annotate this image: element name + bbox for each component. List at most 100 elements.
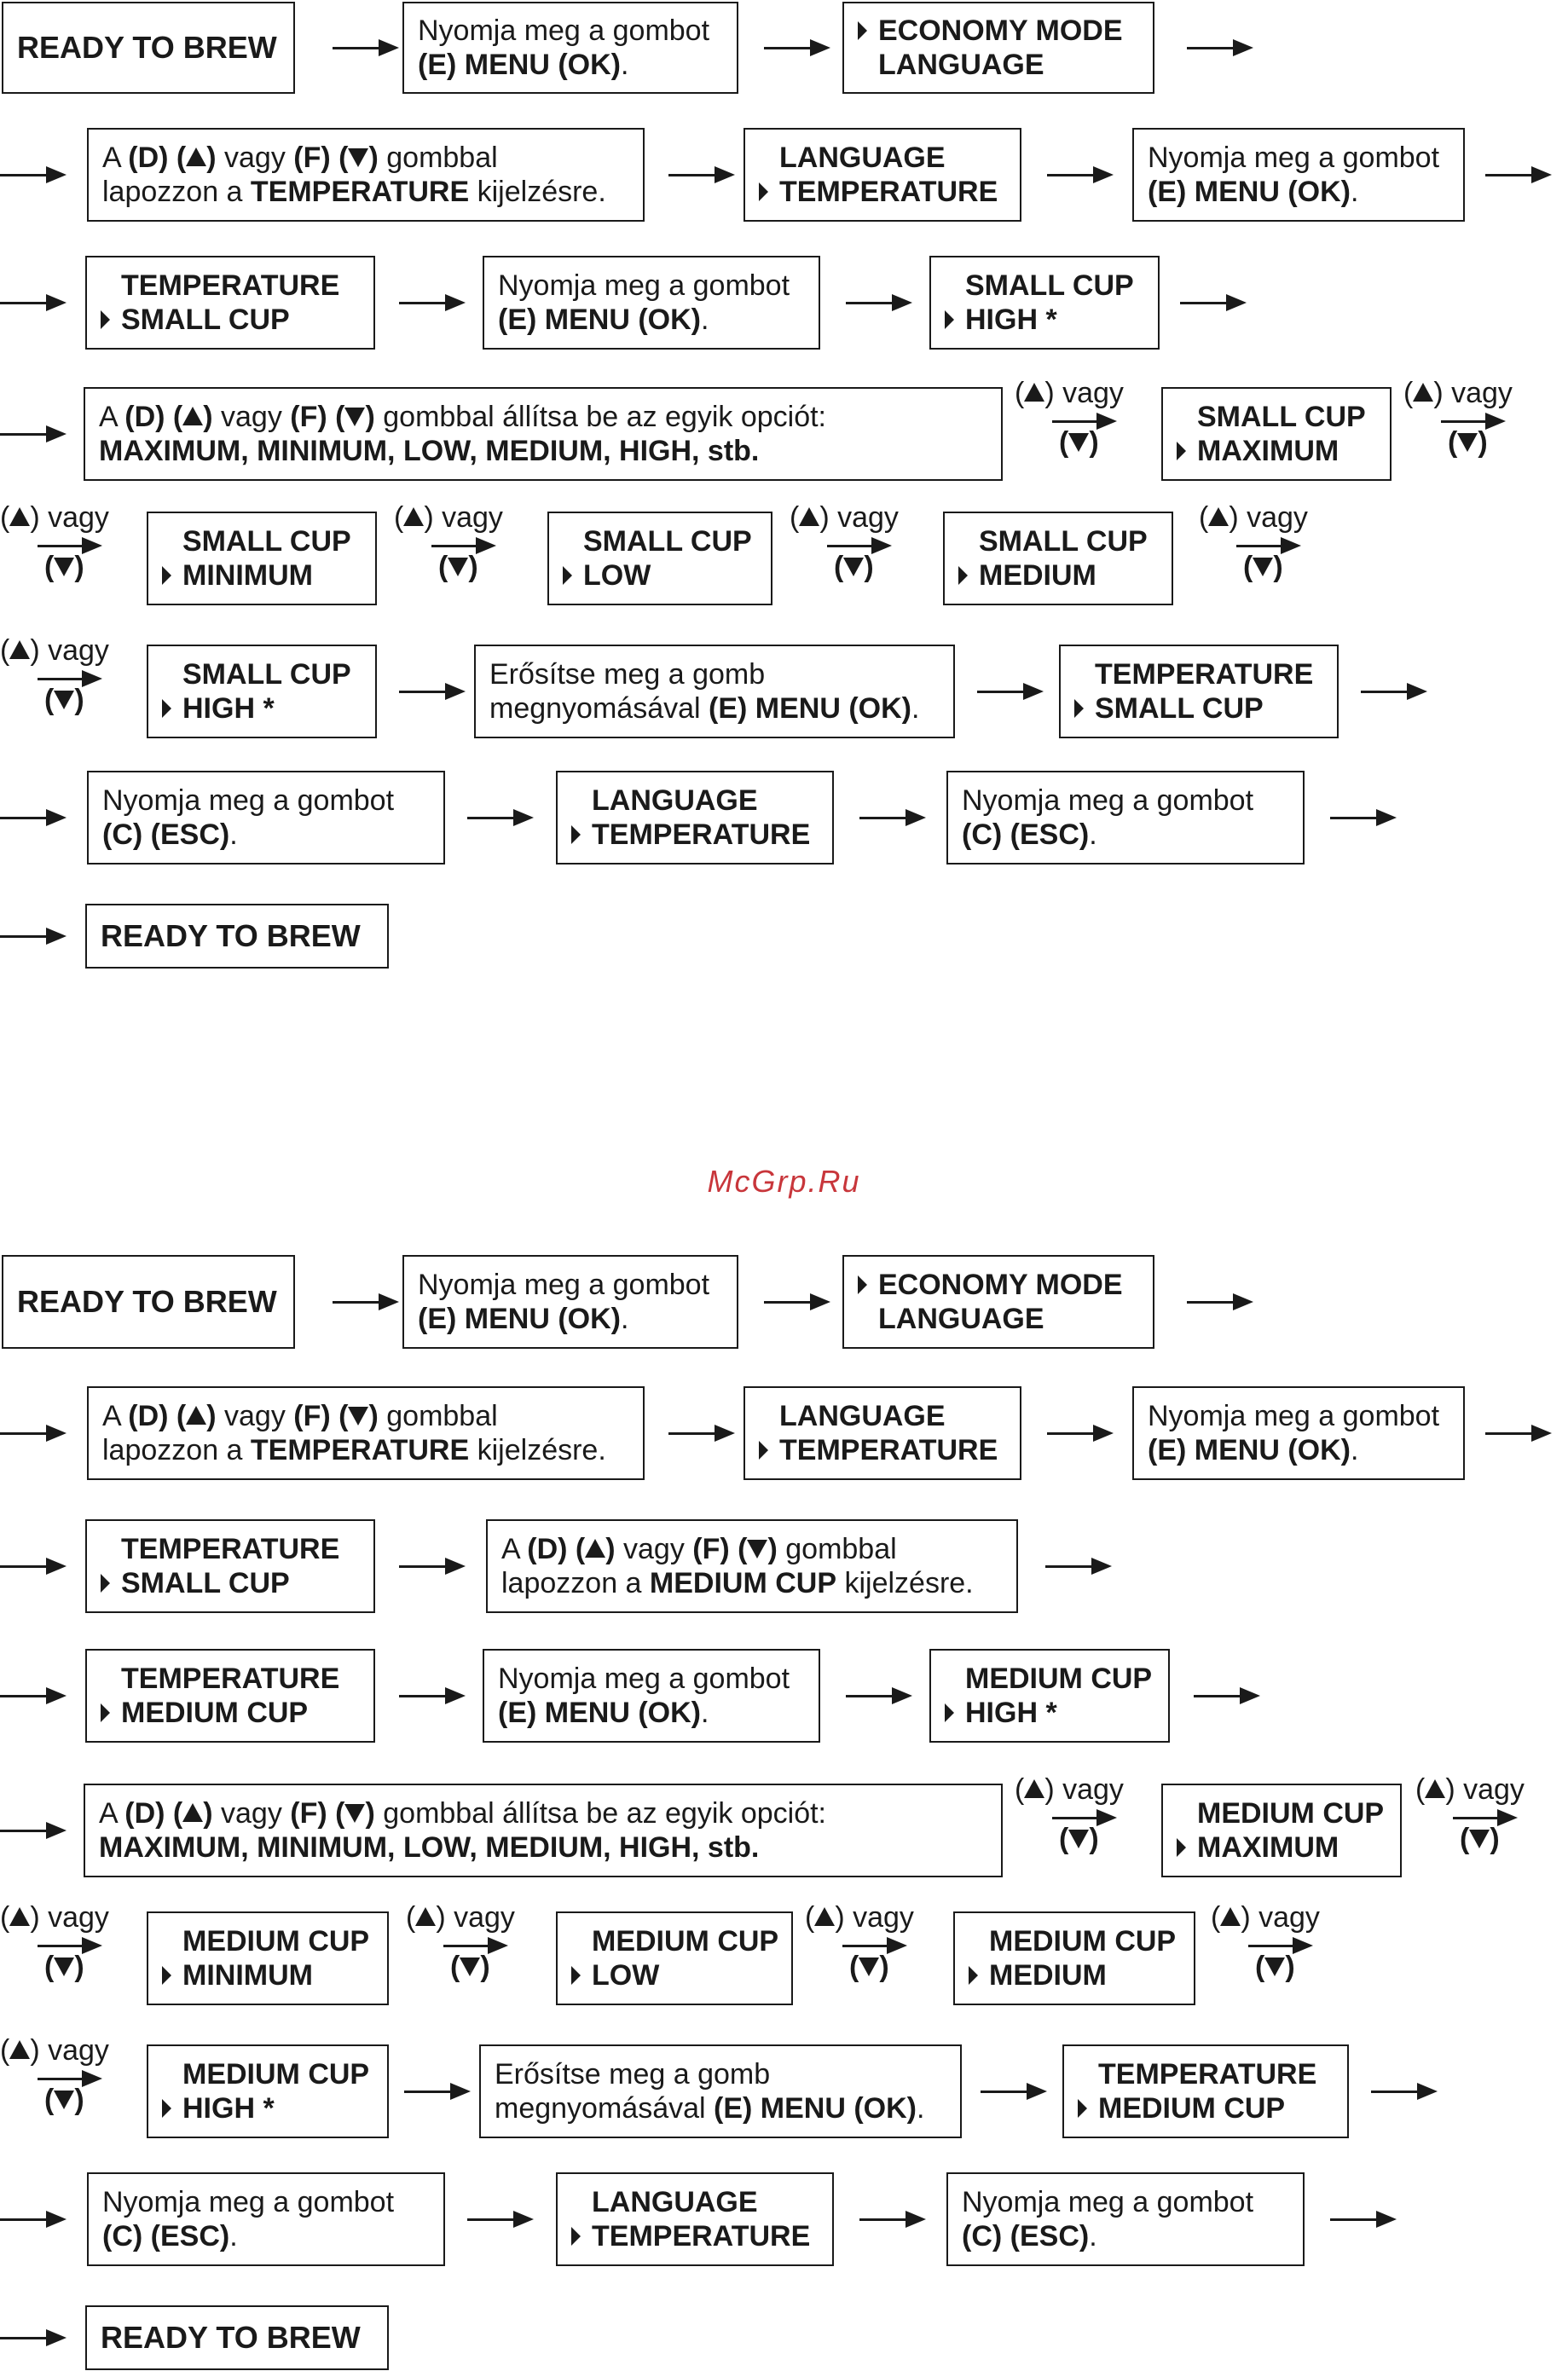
paren: ) xyxy=(1433,377,1452,409)
arrowhead-icon xyxy=(906,809,926,826)
display-text: LOW xyxy=(583,559,651,592)
selection-marker-icon xyxy=(1078,2099,1087,2118)
arrowhead-icon xyxy=(1407,683,1427,700)
display-text: LANGUAGE xyxy=(779,1400,946,1432)
paren: ( xyxy=(44,684,55,716)
display-text: MEDIUM CUP xyxy=(121,1697,309,1729)
box-line: SMALL CUP xyxy=(162,657,362,691)
arrowhead-icon xyxy=(1226,294,1247,311)
box-line: MAXIMUM, MINIMUM, LOW, MEDIUM, HIGH, stb… xyxy=(99,434,987,468)
box-line: A (D) () vagy (F) () gombbal xyxy=(102,142,498,174)
display-text: MEDIUM xyxy=(979,559,1096,592)
triangle-down-icon xyxy=(1457,433,1478,453)
bold-text: (F) xyxy=(692,1533,730,1565)
display-text: MINIMUM xyxy=(182,559,313,592)
vagy-label: vagy xyxy=(454,1901,515,1934)
selector-top: () vagy xyxy=(1403,377,1513,409)
arrow-shaft xyxy=(0,2218,51,2221)
box-line: SMALL CUP xyxy=(101,1566,360,1600)
arrowhead-icon xyxy=(46,294,67,311)
box-line: MEDIUM xyxy=(969,1958,1180,1992)
arrowhead-icon xyxy=(1281,537,1301,554)
display-text: MEDIUM CUP xyxy=(592,1925,779,1958)
instruction-box: Nyomja meg a gombot(E) MENU (OK). xyxy=(1132,128,1465,222)
paren: ) xyxy=(1229,501,1247,534)
triangle-up-icon xyxy=(1425,1779,1446,1799)
selection-marker-icon xyxy=(162,699,171,718)
box-line: LANGUAGE xyxy=(571,784,819,818)
vagy-label: vagy xyxy=(1062,1773,1124,1806)
selector-bottom: () xyxy=(44,684,84,716)
paren: ( xyxy=(44,551,55,583)
box-line: (E) MENU (OK). xyxy=(418,49,629,81)
bold-text: (F) xyxy=(290,1797,327,1830)
box-line: MEDIUM CUP xyxy=(1078,2091,1334,2125)
arrow-shaft xyxy=(0,433,51,436)
ready-state-box: READY TO BREW xyxy=(2,1255,295,1349)
box-line: lapozzon a TEMPERATURE kijelzésre. xyxy=(102,1434,606,1466)
arrow-shaft xyxy=(0,1432,51,1435)
paren: ( xyxy=(1199,501,1209,534)
arrow-shaft xyxy=(0,935,51,938)
bold-text: ( xyxy=(172,401,183,433)
arrowhead-icon xyxy=(1027,2083,1047,2100)
paren: ( xyxy=(394,501,404,534)
box-line: Erősítse meg a gomb xyxy=(489,658,766,691)
bold-text: ) xyxy=(767,1533,778,1565)
arrowhead-icon xyxy=(450,2083,471,2100)
box-line: Nyomja meg a gombot xyxy=(418,1269,710,1301)
selector-bottom: () xyxy=(849,1951,889,1983)
box-line: MINIMUM xyxy=(162,558,362,593)
box-line: SMALL CUP xyxy=(945,269,1144,303)
triangle-up-icon xyxy=(415,1907,437,1927)
paren: ( xyxy=(1403,377,1414,409)
paren: ) xyxy=(879,1951,889,1983)
selector-top: () vagy xyxy=(1015,1773,1124,1806)
display-text: TEMPERATURE xyxy=(121,1533,340,1565)
box-line: MEDIUM CUP xyxy=(101,1696,360,1730)
box-line: MEDIUM xyxy=(958,558,1158,593)
paren: ) xyxy=(74,1951,84,1983)
box-line: MEDIUM CUP xyxy=(1177,1796,1386,1830)
instruction-box: Nyomja meg a gombot(E) MENU (OK). xyxy=(402,2,738,94)
arrowhead-icon xyxy=(1531,1425,1552,1442)
arrow-shaft xyxy=(1180,302,1231,304)
vagy-label: vagy xyxy=(853,1901,914,1934)
box-line: ECONOMY MODE xyxy=(858,1268,1139,1302)
box-line: TEMPERATURE xyxy=(571,818,819,852)
triangle-down-icon xyxy=(54,558,75,577)
bold-text: (D) xyxy=(124,401,165,433)
display-text: TEMPERATURE xyxy=(779,1434,998,1466)
paren: ) xyxy=(1445,1773,1464,1806)
selection-marker-icon xyxy=(563,566,572,585)
paren: ) xyxy=(74,551,84,583)
paren: ( xyxy=(1448,426,1458,459)
display-text: ECONOMY MODE xyxy=(878,1269,1123,1301)
box-line: (E) MENU (OK). xyxy=(498,304,709,336)
arrow-shaft xyxy=(1485,174,1536,176)
bold-text: ( xyxy=(335,1797,345,1830)
bold-text: ) xyxy=(206,142,217,174)
selector-top: () vagy xyxy=(1211,1901,1320,1934)
triangle-down-icon xyxy=(54,2091,75,2110)
paren: ( xyxy=(438,551,448,583)
box-line: SMALL CUP xyxy=(162,524,362,558)
arrow-shaft xyxy=(1361,691,1412,693)
ready-state-box: READY TO BREW xyxy=(85,2305,389,2370)
paren: ) xyxy=(835,1901,853,1934)
vagy-label: vagy xyxy=(1247,501,1308,534)
selection-marker-icon xyxy=(101,1574,110,1593)
arrow-shaft xyxy=(859,2218,911,2221)
paren: ( xyxy=(1415,1773,1426,1806)
arrowhead-icon xyxy=(892,294,912,311)
instruction-box: Nyomja meg a gombot(E) MENU (OK). xyxy=(1132,1386,1465,1480)
up-or-down-selector: () vagy() xyxy=(1403,377,1514,462)
box-line: LANGUAGE xyxy=(858,48,1139,82)
paren: ( xyxy=(1059,1823,1069,1855)
paren: ) xyxy=(1044,377,1063,409)
